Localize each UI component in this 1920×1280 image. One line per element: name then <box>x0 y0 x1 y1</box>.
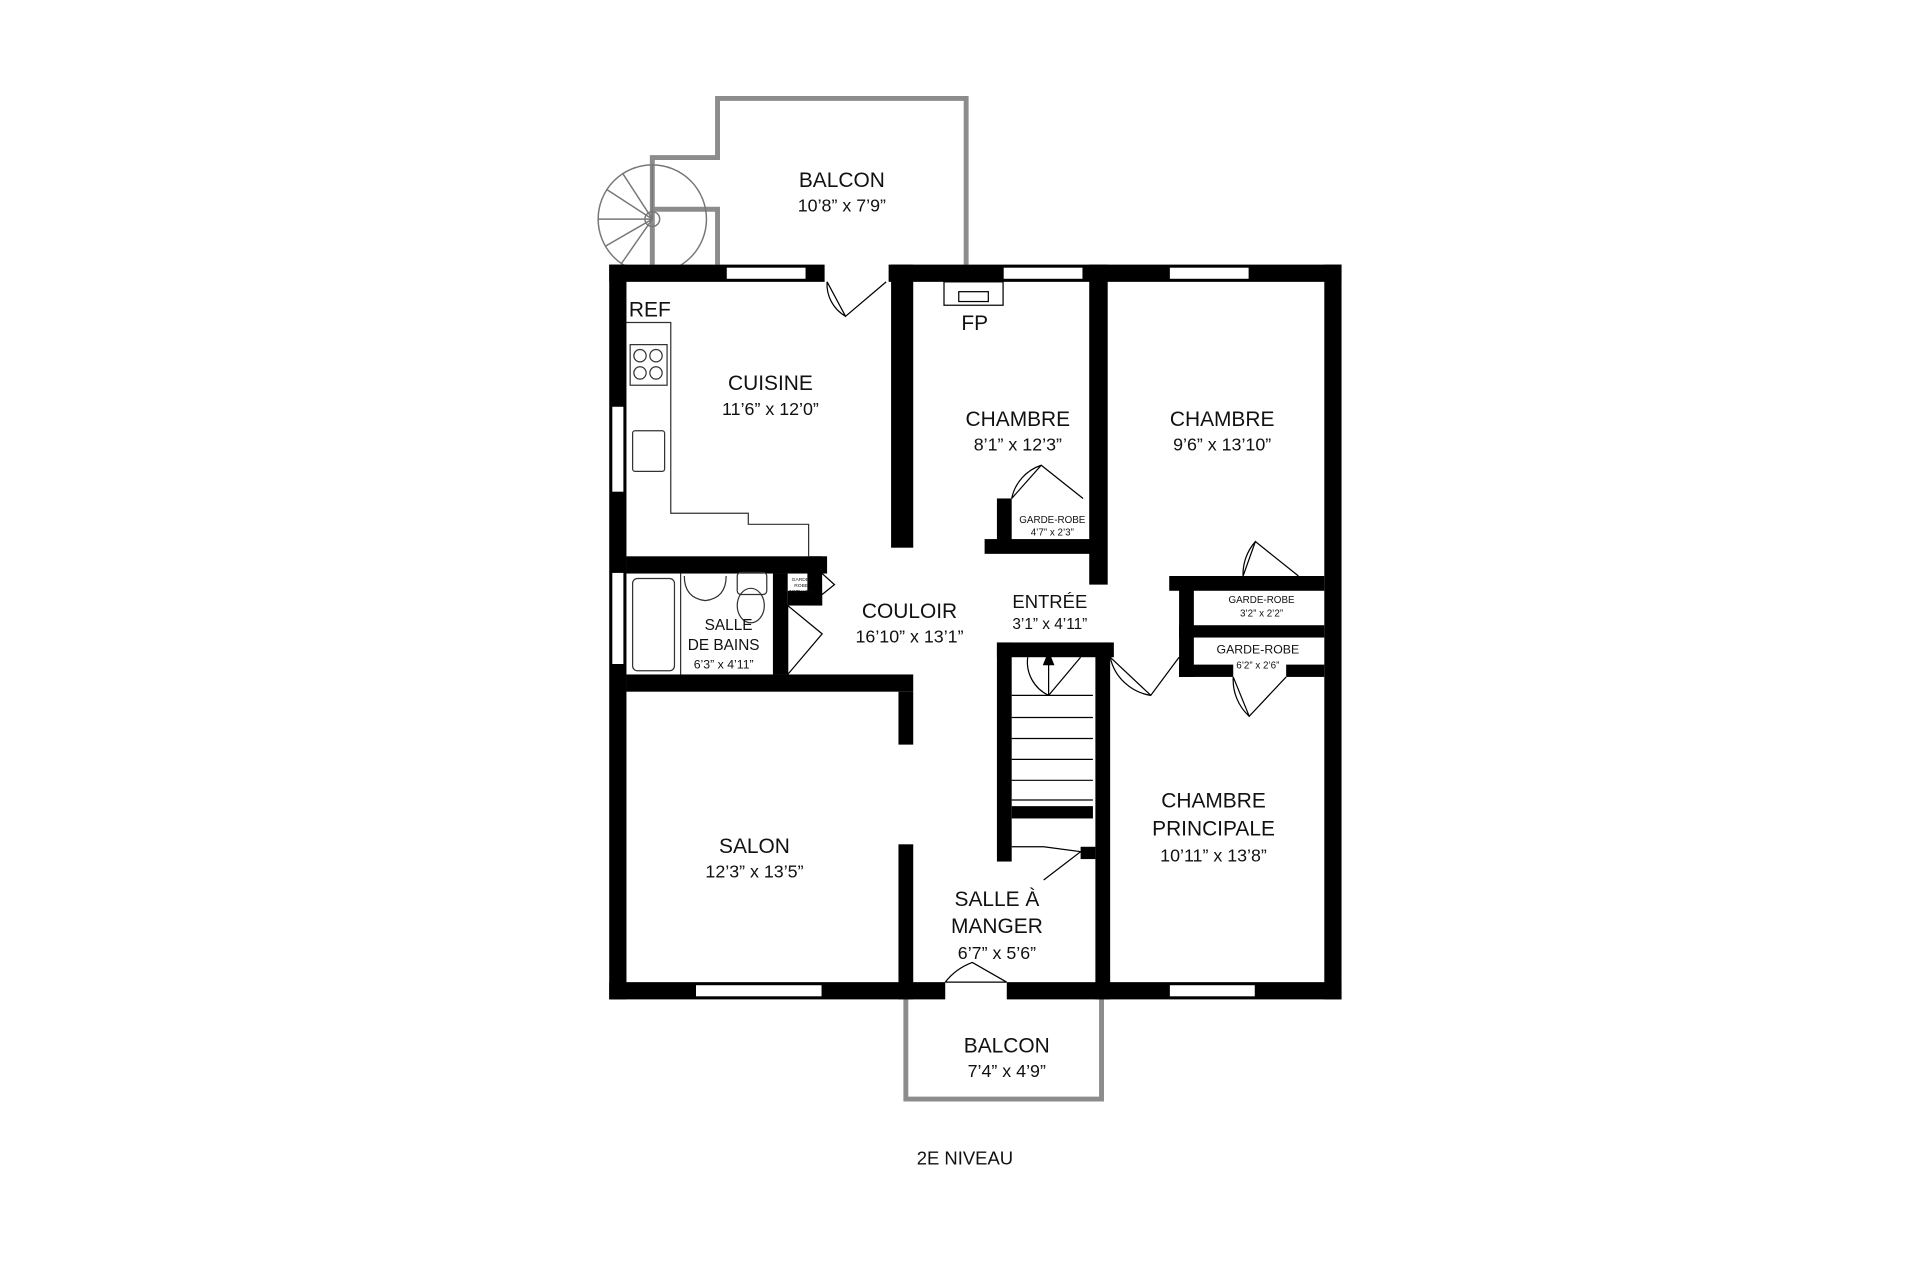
room-name-bath-line1: SALLE <box>705 617 753 634</box>
room-dims-chambre1: 8’1” x 12’3” <box>974 434 1062 454</box>
bathtub-icon <box>632 577 676 672</box>
level-label: 2E NIVEAU <box>917 1147 1013 1168</box>
sink-icon <box>683 575 727 602</box>
room-name-garde-robe3: GARDE-ROBE <box>1217 643 1300 657</box>
doors <box>787 281 1299 983</box>
room-name-bath-line2: DE BAINS <box>688 637 760 654</box>
windows <box>611 266 1256 998</box>
room-dims-garde-robe4: 1’10” x 2’0” <box>789 589 814 595</box>
room-dims-balcon-bottom: 7’4” x 4’9” <box>968 1061 1046 1081</box>
room-name-garde-robe4-line2: ROBE <box>794 583 809 589</box>
room-dims-garde-robe2: 3’2” x 2’2” <box>1240 609 1283 620</box>
kitchen-counter <box>626 321 810 557</box>
room-dims-entree: 3’1” x 4’11” <box>1012 616 1087 633</box>
room-name-chambre1: CHAMBRE <box>966 408 1071 431</box>
room-name-entree: ENTRÉE <box>1012 591 1087 612</box>
room-name-garde-robe2: GARDE-ROBE <box>1228 595 1295 606</box>
room-name-chambre-principale-line1: CHAMBRE <box>1161 789 1266 812</box>
room-name-chambre2: CHAMBRE <box>1170 408 1275 431</box>
room-name-couloir: COULOIR <box>862 600 957 623</box>
stove-icon <box>629 344 668 386</box>
room-dims-garde-robe3: 6’2” x 2’6” <box>1236 660 1279 671</box>
refrigerator-label: REF <box>629 298 671 321</box>
room-dims-chambre-principale: 10’11” x 13’8” <box>1160 846 1267 866</box>
room-name-cuisine: CUISINE <box>728 372 813 395</box>
fireplace-label: FP <box>961 312 988 335</box>
sink-icon <box>632 430 666 472</box>
toilet-icon <box>736 571 768 596</box>
room-dims-bath: 6’3” x 4’11” <box>694 657 754 671</box>
room-name-balcon-top: BALCON <box>799 169 885 192</box>
room-name-salon: SALON <box>719 835 790 858</box>
room-name-garde-robe1: GARDE-ROBE <box>1019 515 1086 526</box>
room-dims-salon: 12’3” x 13’5” <box>705 862 803 882</box>
room-dims-chambre2: 9’6” x 13’10” <box>1173 434 1271 454</box>
staircase <box>1011 650 1093 801</box>
bathroom-fixtures <box>632 571 768 675</box>
room-name-chambre-principale-line2: PRINCIPALE <box>1152 818 1275 841</box>
room-name-balcon-bottom: BALCON <box>964 1034 1050 1057</box>
room-dims-cuisine: 11’6” x 12’0” <box>722 399 819 419</box>
room-name-garde-robe4-line1: GARDE- <box>792 577 811 583</box>
room-name-salle-a-manger-line2: MANGER <box>951 915 1043 938</box>
room-name-salle-a-manger-line1: SALLE À <box>955 888 1040 911</box>
fireplace-icon <box>943 281 1004 306</box>
room-dims-balcon-top: 10’8” x 7’9” <box>798 196 886 216</box>
room-dims-salle-a-manger: 6’7” x 5’6” <box>958 943 1036 963</box>
room-dims-garde-robe1: 4’7” x 2’3” <box>1031 527 1074 538</box>
balcony-bottom-outline <box>903 999 1104 1102</box>
room-dims-couloir: 16’10” x 13’1” <box>856 626 964 646</box>
